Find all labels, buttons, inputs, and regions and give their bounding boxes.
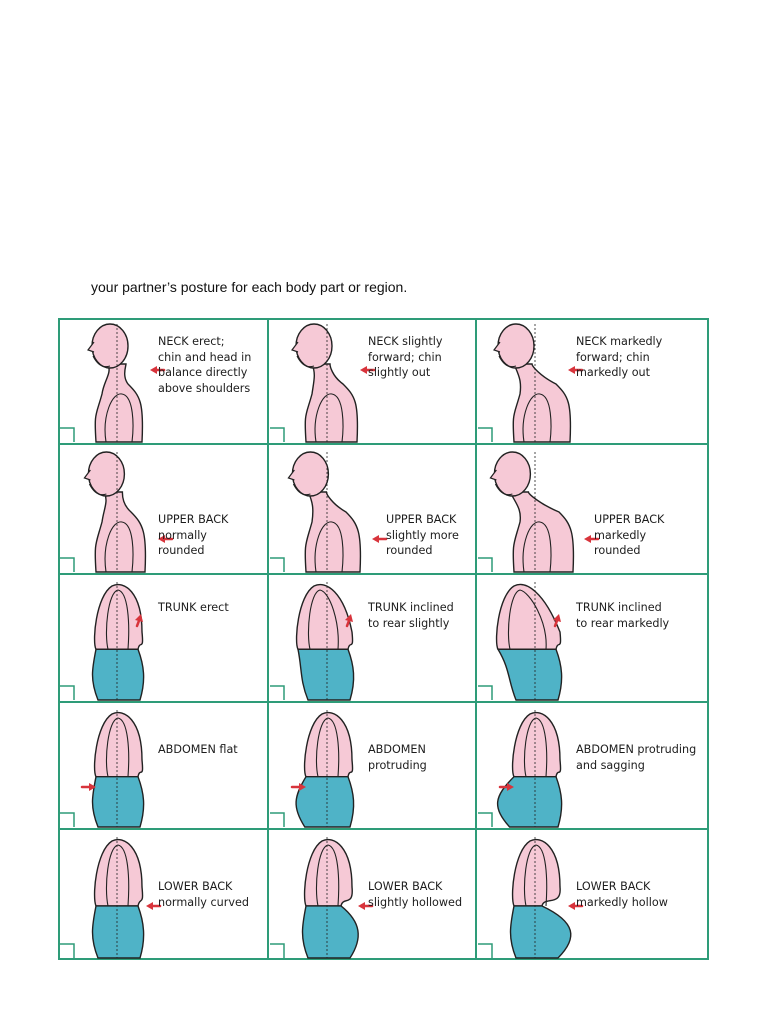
label-abdomen-2: ABDOMEN protruding [368,742,427,773]
label-lower-back-1: LOWER BACK normally curved [158,879,249,910]
posture-grid [58,318,709,960]
cell-lower-back-3 [478,837,582,958]
label-upper-back-3: UPPER BACK markedly rounded [594,512,664,559]
cell-trunk-1 [60,582,144,700]
checkbox-corner [478,686,492,700]
label-trunk-1: TRUNK erect [158,600,229,616]
label-neck-1: NECK erect; chin and head in balance dir… [158,334,251,396]
cell-upper-back-1 [60,452,172,572]
cell-abdomen-1 [60,710,144,827]
pointer-arrow [568,366,575,374]
posture-chart: NECK erect; chin and head in balance dir… [58,318,709,960]
checkbox-corner [60,428,74,442]
checkbox-corner [478,813,492,827]
pointer-arrow [146,902,153,910]
cell-upper-back-3 [478,452,598,572]
checkbox-corner [60,686,74,700]
intro-text: your partner’s posture for each body par… [91,279,407,295]
pointer-arrow [360,366,367,374]
grid-border [59,319,708,959]
checkbox-corner [270,944,284,958]
cell-neck-1 [60,324,164,442]
pointer-arrow [150,366,157,374]
label-abdomen-1: ABDOMEN flat [158,742,238,758]
pointer-arrow [372,535,379,543]
cell-trunk-2 [270,582,354,700]
checkbox-corner [270,428,284,442]
cell-abdomen-3 [478,710,562,827]
label-neck-3: NECK markedly forward; chin markedly out [576,334,662,381]
label-trunk-3: TRUNK inclined to rear markedly [576,600,669,631]
cell-lower-back-2 [270,837,372,958]
checkbox-corner [60,558,74,572]
pointer-arrow [584,535,591,543]
label-lower-back-2: LOWER BACK slightly hollowed [368,879,462,910]
checkbox-corner [478,428,492,442]
label-upper-back-2: UPPER BACK slightly more rounded [386,512,459,559]
cell-abdomen-2 [270,710,354,827]
checkbox-corner [478,558,492,572]
checkbox-corner [270,558,284,572]
checkbox-corner [60,813,74,827]
checkbox-corner [270,686,284,700]
pointer-arrow [568,902,575,910]
label-upper-back-1: UPPER BACK normally rounded [158,512,228,559]
pointer-arrow [358,902,365,910]
cell-neck-3 [478,324,582,442]
checkbox-corner [478,944,492,958]
label-neck-2: NECK slightly forward; chin slightly out [368,334,443,381]
cell-lower-back-1 [60,837,160,958]
checkbox-corner [270,813,284,827]
checkbox-corner [60,944,74,958]
label-abdomen-3: ABDOMEN protruding and sagging [576,742,696,773]
cell-upper-back-2 [270,452,386,572]
label-trunk-2: TRUNK inclined to rear slightly [368,600,454,631]
cell-trunk-3 [478,582,562,700]
label-lower-back-3: LOWER BACK markedly hollow [576,879,668,910]
cell-neck-2 [270,324,374,442]
